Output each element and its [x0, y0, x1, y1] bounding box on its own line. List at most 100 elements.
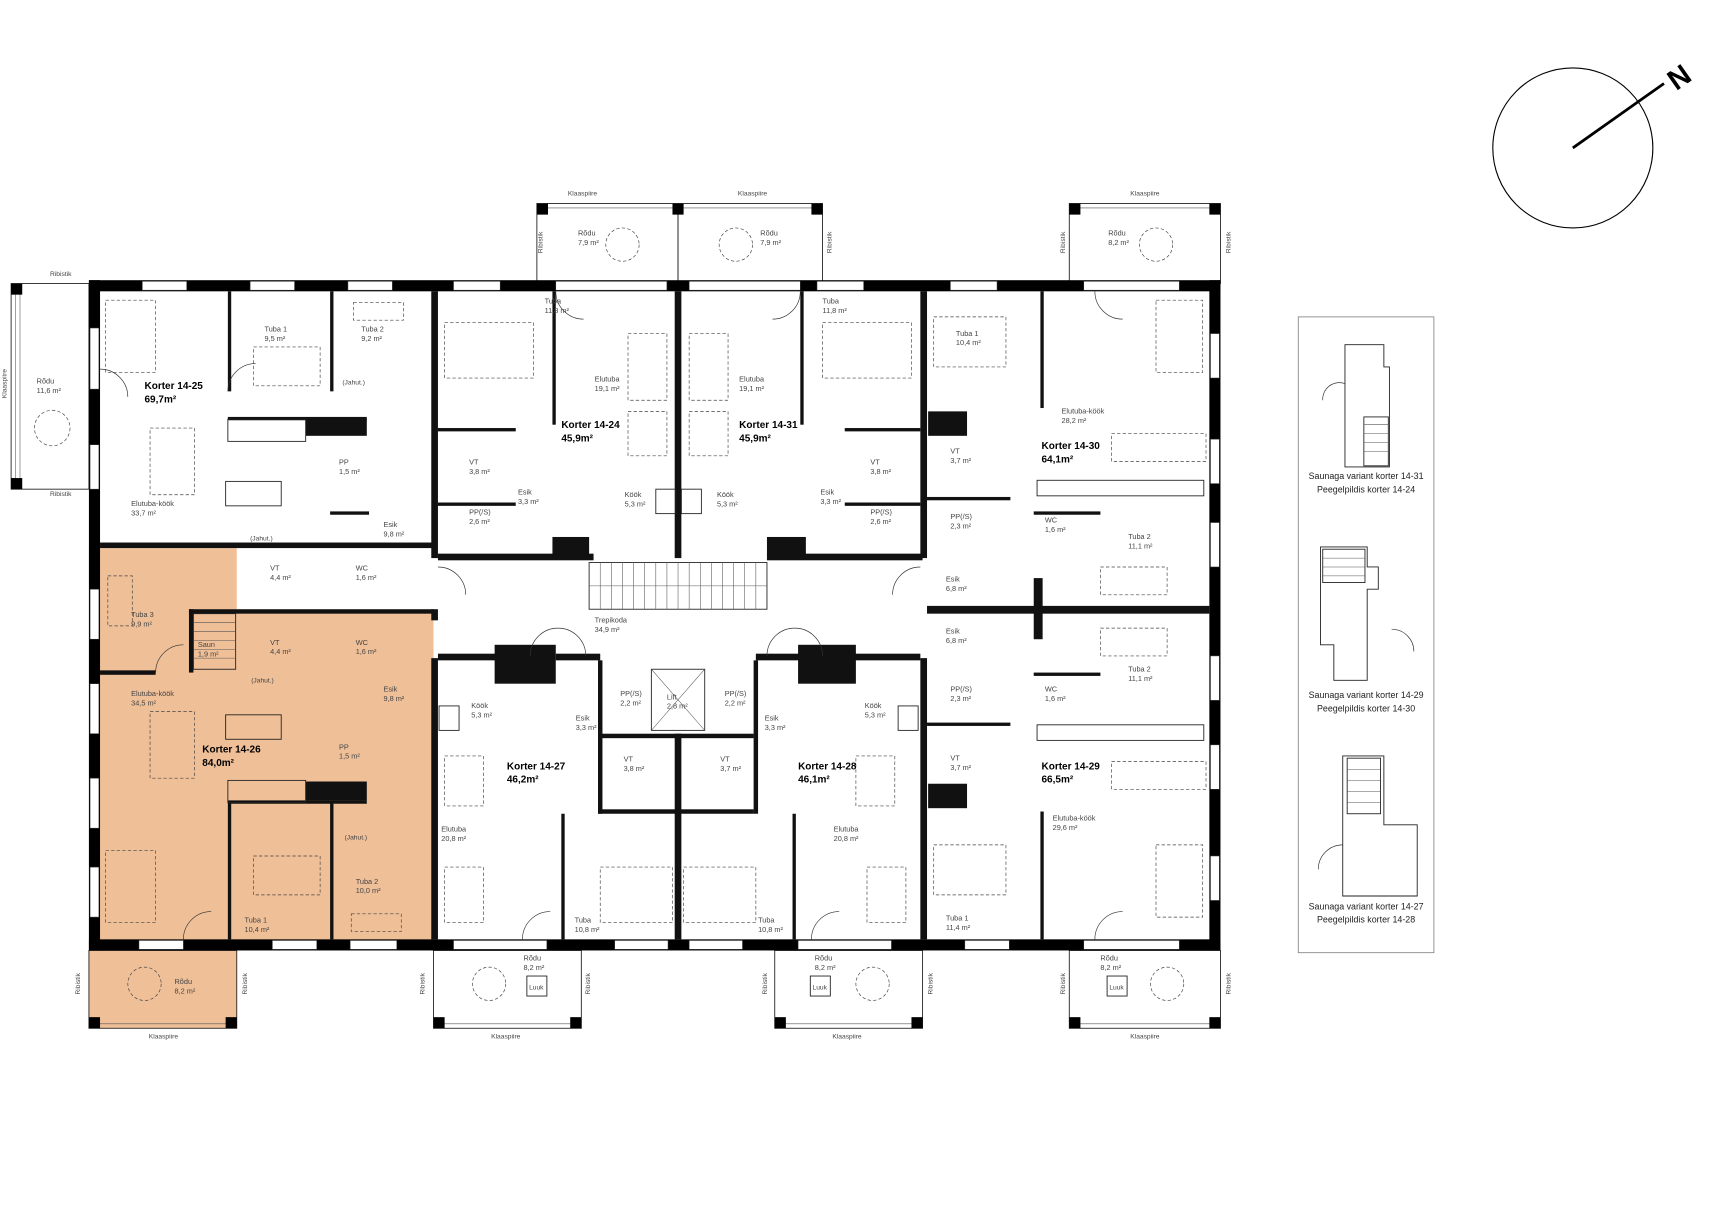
room-area: 2,2 m²: [620, 698, 641, 707]
railing-note: Ribistik: [537, 231, 544, 253]
apartment-area: 66,5m²: [1042, 775, 1074, 786]
room-area: 28,2 m²: [1062, 416, 1087, 425]
room-name: Elutuba-köök: [131, 689, 174, 698]
room-area: 9,2 m²: [361, 334, 382, 343]
apartment-label: Korter 14-28: [798, 761, 857, 772]
room-name: Rõdu: [1100, 953, 1118, 962]
room-name: Elutuba: [441, 825, 467, 834]
room-name: VT: [950, 447, 960, 456]
room-name: Esik: [946, 627, 960, 636]
glazing-note: Klaaspiire: [491, 1033, 521, 1040]
room-area: 6,8 m²: [946, 636, 967, 645]
room-name: Elutuba-köök: [1053, 813, 1096, 822]
apartment-area: 45,9m²: [739, 433, 771, 444]
room-area: 8,2 m²: [815, 963, 836, 972]
apartment-area: 84,0m²: [202, 758, 234, 769]
room-name: VT: [270, 638, 280, 647]
room-area: 1,6 m²: [1045, 525, 1066, 534]
room-name: Esik: [518, 488, 532, 497]
common-area-name: Trepikoda: [595, 616, 628, 625]
room-name: Köök: [717, 490, 734, 499]
hatch-box: [1106, 975, 1128, 997]
room-name: WC: [1045, 684, 1058, 693]
room-area: 11,4 m²: [946, 923, 971, 932]
room-name: WC: [356, 563, 369, 572]
room-area: 34,5 m²: [131, 698, 156, 707]
room-name: VT: [720, 755, 730, 764]
room-name: Esik: [576, 713, 590, 722]
room-area: 3,8 m²: [624, 764, 645, 773]
hatch-box: [526, 975, 548, 997]
railing-note: Ribistik: [1225, 972, 1232, 994]
room-name: VT: [870, 458, 880, 467]
north-label: N: [1662, 59, 1697, 97]
room-name: Tuba 2: [361, 324, 384, 333]
room-area: 10,8 m²: [575, 925, 600, 934]
room-name: Tuba 2: [1128, 532, 1151, 541]
room-area: 1,6 m²: [356, 573, 377, 582]
railing-note: Ribistik: [1060, 972, 1067, 994]
room-name: PP(/S): [725, 689, 747, 698]
room-name: Esik: [820, 488, 834, 497]
room-area: 7,9 m²: [760, 238, 781, 247]
room-name: PP(/S): [620, 689, 642, 698]
room-area: 5,3 m²: [471, 711, 492, 720]
room-area: 20,8 m²: [441, 834, 466, 843]
room-area: 10,0 m²: [356, 886, 381, 895]
railing-note: Ribistik: [242, 972, 249, 994]
apartment-area: 45,9m²: [561, 433, 593, 444]
room-name: PP: [339, 742, 349, 751]
room-area: 29,6 m²: [1053, 823, 1078, 832]
room-name: Esik: [383, 684, 397, 693]
railing-note: Ribistik: [826, 231, 833, 253]
room-area: 8,2 m²: [524, 963, 545, 972]
legend-caption-line1: Saunaga variant korter 14-29: [1309, 690, 1424, 700]
railing-note: Ribistik: [420, 972, 427, 994]
room-area: 7,9 m²: [578, 238, 599, 247]
room-area: 4,4 m²: [270, 573, 291, 582]
glazing-note: Klaaspiire: [2, 369, 9, 399]
common-area-name: Lift: [667, 692, 677, 701]
room-name: Tuba 1: [265, 324, 288, 333]
glazing-note: Klaaspiire: [149, 1033, 179, 1040]
apartment-label: Korter 14-26: [202, 745, 261, 756]
cooling-note: (Jahut.): [251, 678, 274, 685]
room-area: 11,1 m²: [1128, 674, 1153, 683]
highlight-korter-14-26[interactable]: [88, 548, 434, 1029]
room-area: 2,3 m²: [950, 694, 971, 703]
room-name: Rõdu: [815, 953, 833, 962]
room-area: 3,3 m²: [820, 497, 841, 506]
sauna-variants-legend: Saunaga variant korter 14-31 Peegelpildi…: [1297, 316, 1435, 954]
room-area: 11,8 m²: [823, 306, 848, 315]
railing-note: Ribistik: [1060, 231, 1067, 253]
apartment-label: Korter 14-30: [1042, 441, 1101, 452]
room-name: VT: [624, 755, 634, 764]
exterior-walls: [88, 280, 1221, 951]
room-area: 10,8 m²: [758, 925, 783, 934]
room-area: 2,2 m²: [725, 698, 746, 707]
legend-caption-line1: Saunaga variant korter 14-27: [1309, 901, 1424, 911]
room-name: WC: [1045, 516, 1058, 525]
room-name: Rõdu: [175, 977, 193, 986]
room-area: 1,6 m²: [356, 647, 377, 656]
room-name: WC: [356, 638, 369, 647]
railing-note: Ribistik: [1225, 231, 1232, 253]
room-name: Elutuba-köök: [1062, 407, 1105, 416]
apartment-area: 64,1m²: [1042, 454, 1074, 465]
room-area: 3,7 m²: [950, 763, 971, 772]
room-name: VT: [469, 458, 479, 467]
glazing-note: Klaaspiire: [832, 1033, 862, 1040]
room-area: 3,7 m²: [720, 764, 741, 773]
room-name: PP(/S): [870, 508, 892, 517]
room-area: 4,4 m²: [270, 647, 291, 656]
north-arrow-compass: N: [1492, 59, 1697, 229]
room-name: Tuba 2: [356, 877, 379, 886]
room-name: Esik: [946, 574, 960, 583]
apartment-label: Korter 14-31: [739, 420, 798, 431]
apartment-label: Korter 14-27: [507, 761, 566, 772]
legend-caption-line2: Peegelpildis korter 14-30: [1317, 703, 1415, 713]
apartment-area: 46,1m²: [798, 775, 830, 786]
glazing-note: Klaaspiire: [738, 191, 768, 198]
variant-plan-2: [1320, 546, 1415, 681]
